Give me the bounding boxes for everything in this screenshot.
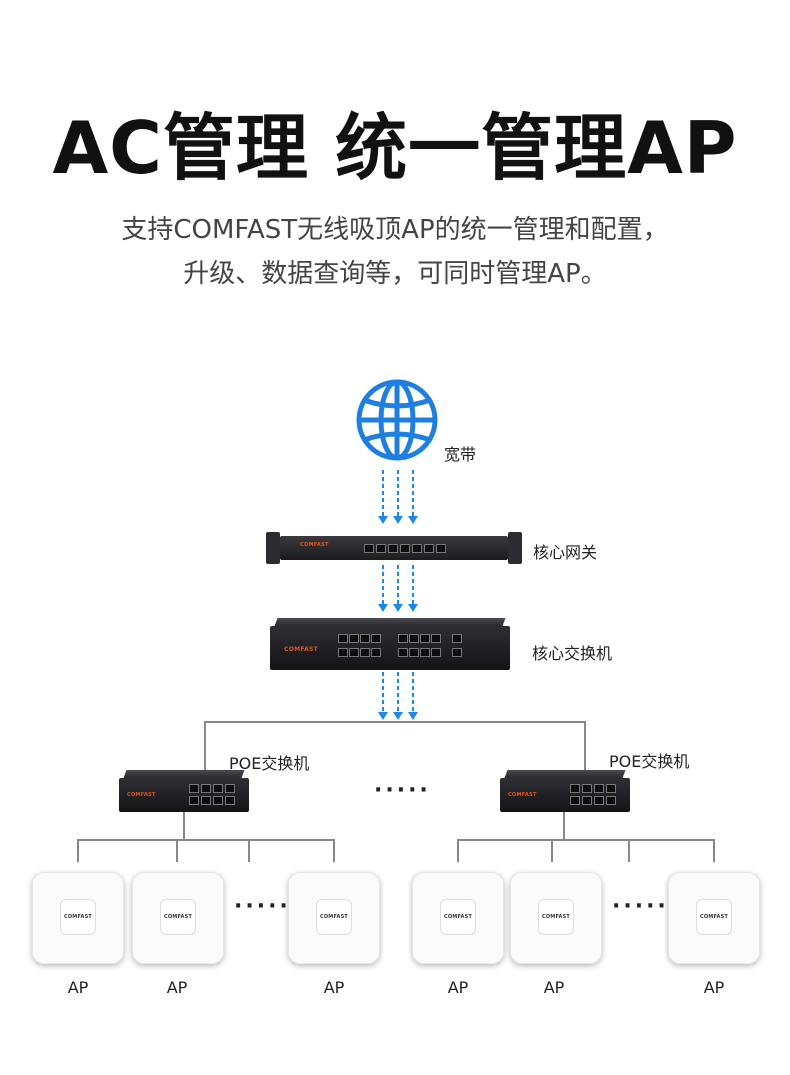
ellipsis-right-aps: ····· <box>612 894 669 919</box>
ethernet-port <box>398 648 408 657</box>
access-point-device: COMFAST <box>668 872 760 964</box>
subtitle-line-1: 支持COMFAST无线吸顶AP的统一管理和配置， <box>121 215 669 245</box>
page-title: AC管理 统一管理AP <box>52 106 738 190</box>
ethernet-port <box>452 648 462 657</box>
ethernet-port <box>360 634 370 643</box>
ethernet-port <box>371 648 381 657</box>
core-switch-device: COMFAST <box>270 618 510 670</box>
ethernet-port <box>420 648 430 657</box>
access-point-device: COMFAST <box>510 872 602 964</box>
ethernet-port <box>431 634 441 643</box>
brand-logo: COMFAST <box>163 914 193 920</box>
poe-switch-right-label: POE交换机 <box>609 752 690 771</box>
brand-logo: COMFAST <box>443 914 473 920</box>
brand-logo: COMFAST <box>127 792 156 798</box>
ethernet-port <box>371 634 381 643</box>
ethernet-port <box>452 634 462 643</box>
brand-logo: COMFAST <box>63 914 93 920</box>
brand-logo: COMFAST <box>508 792 537 798</box>
poe-switch-left-label: POE交换机 <box>229 754 310 773</box>
poe-switch-left-device: COMFAST <box>119 770 249 812</box>
ethernet-port <box>398 634 408 643</box>
down-arrow-icon <box>378 672 418 720</box>
ap-label: AP <box>67 978 89 997</box>
brand-logo: COMFAST <box>319 914 349 920</box>
ellipsis-middle: ····· <box>374 778 431 803</box>
brand-logo: COMFAST <box>541 914 571 920</box>
internet-label: 宽带 <box>444 445 477 464</box>
down-arrow-icon <box>378 565 418 612</box>
ap-label: AP <box>703 978 725 997</box>
access-point-device: COMFAST <box>412 872 504 964</box>
core-gateway-device: COMFAST <box>266 530 522 564</box>
globe-icon <box>356 379 438 461</box>
ap-label: AP <box>323 978 345 997</box>
brand-logo: COMFAST <box>284 646 319 653</box>
poe-switch-right-device: COMFAST <box>500 770 630 812</box>
ethernet-port <box>431 648 441 657</box>
down-arrow-icon <box>378 470 418 524</box>
ethernet-port <box>409 634 419 643</box>
ethernet-port <box>338 648 348 657</box>
ap-label: AP <box>447 978 469 997</box>
connection-lines <box>77 721 715 862</box>
gateway-label: 核心网关 <box>533 543 598 562</box>
ethernet-port <box>338 634 348 643</box>
ethernet-port <box>420 634 430 643</box>
ap-label: AP <box>543 978 565 997</box>
brand-logo: COMFAST <box>300 542 329 548</box>
brand-logo: COMFAST <box>699 914 729 920</box>
access-point-device: COMFAST <box>132 872 224 964</box>
ellipsis-left-aps: ····· <box>234 894 291 919</box>
ethernet-port <box>349 648 359 657</box>
ethernet-port <box>360 648 370 657</box>
subtitle-line-2: 升级、数据查询等，可同时管理AP。 <box>183 259 607 289</box>
access-point-device: COMFAST <box>288 872 380 964</box>
ethernet-port <box>409 648 419 657</box>
access-point-device: COMFAST <box>32 872 124 964</box>
ethernet-port <box>349 634 359 643</box>
ap-label: AP <box>166 978 188 997</box>
page-subtitle: 支持COMFAST无线吸顶AP的统一管理和配置， 升级、数据查询等，可同时管理A… <box>0 208 790 296</box>
core-switch-label: 核心交换机 <box>532 644 613 663</box>
